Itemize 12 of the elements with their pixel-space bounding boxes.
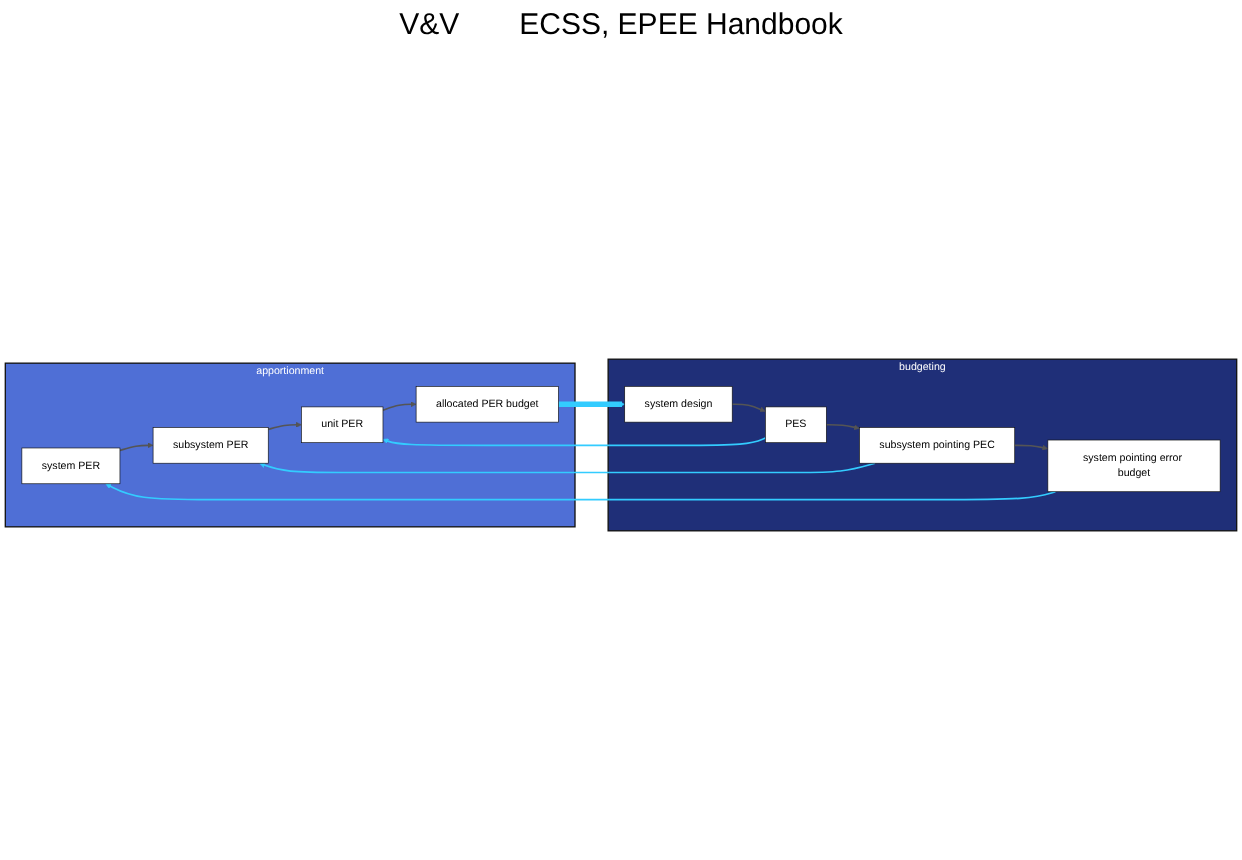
arrow [825, 423, 860, 431]
arrow [267, 421, 302, 431]
arrow [382, 401, 417, 411]
arrow [558, 401, 625, 408]
arrow [1013, 444, 1049, 451]
note-text: ECSS, EPEE Handbook [519, 8, 843, 42]
arrow [105, 483, 1057, 501]
arrow [731, 403, 766, 413]
arrow [259, 462, 876, 474]
note-text: V&V [399, 8, 460, 42]
arrow [382, 437, 767, 447]
arrow [119, 442, 154, 452]
